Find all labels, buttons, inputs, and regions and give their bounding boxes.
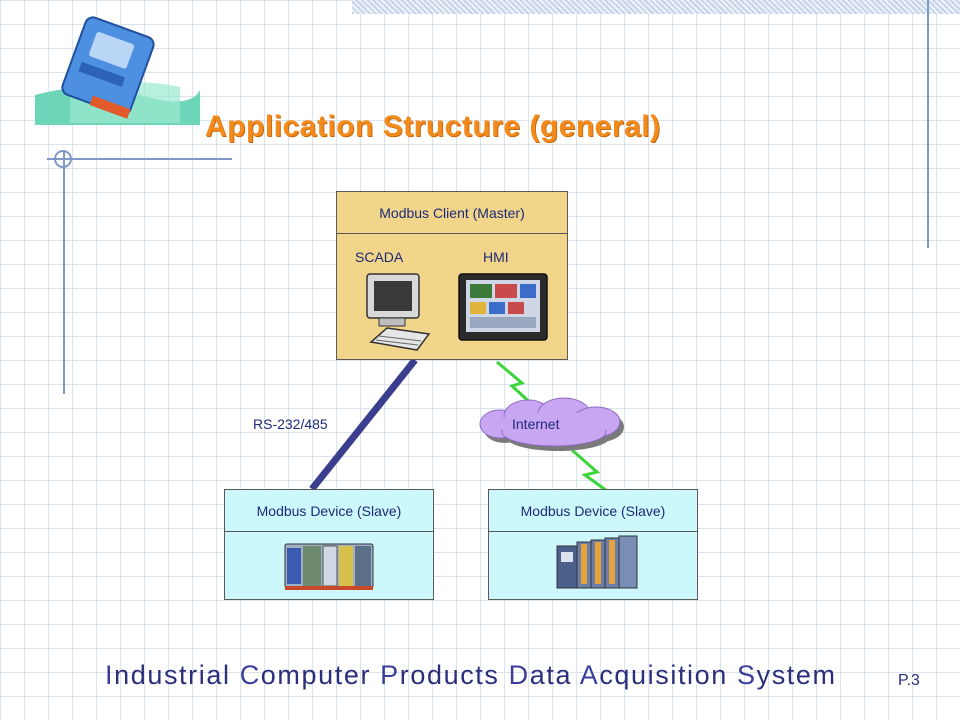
- footer-word: Data: [508, 660, 573, 690]
- io-controller-icon: [284, 543, 374, 590]
- client-header: Modbus Client (Master): [337, 192, 567, 234]
- page-number: P.3: [898, 672, 920, 689]
- serial-label: RS-232/485: [253, 416, 328, 432]
- hmi-panel-icon: [458, 273, 548, 341]
- left-frame-line: [63, 150, 65, 394]
- footer-company-name: Industrial Computer Products Data Acquis…: [105, 660, 837, 691]
- scada-label: SCADA: [355, 249, 404, 265]
- slave-right-header: Modbus Device (Slave): [489, 490, 697, 532]
- footer-word: System: [736, 660, 837, 690]
- modbus-device-box-right: Modbus Device (Slave): [488, 489, 698, 600]
- footer-word: Computer: [239, 660, 372, 690]
- internet-label: Internet: [512, 416, 560, 432]
- computer-icon: [366, 273, 431, 351]
- internet-cloud-icon: [479, 397, 624, 451]
- footer-word: Acquisition: [579, 660, 728, 690]
- right-frame-line: [927, 0, 929, 248]
- header-pattern-strip: [352, 0, 960, 14]
- title-underline: [47, 158, 232, 160]
- modbus-client-box: Modbus Client (Master) SCADA HMI: [336, 191, 568, 360]
- slave-left-header: Modbus Device (Slave): [225, 490, 433, 532]
- io-module-rack-icon: [556, 535, 638, 589]
- footer-word: Products: [380, 660, 500, 690]
- modbus-device-box-left: Modbus Device (Slave): [224, 489, 434, 600]
- product-module-icon: [35, 16, 200, 125]
- footer-word: Industrial: [105, 660, 231, 690]
- hmi-label: HMI: [483, 249, 509, 265]
- slide-title: Application Structure (general): [205, 110, 661, 143]
